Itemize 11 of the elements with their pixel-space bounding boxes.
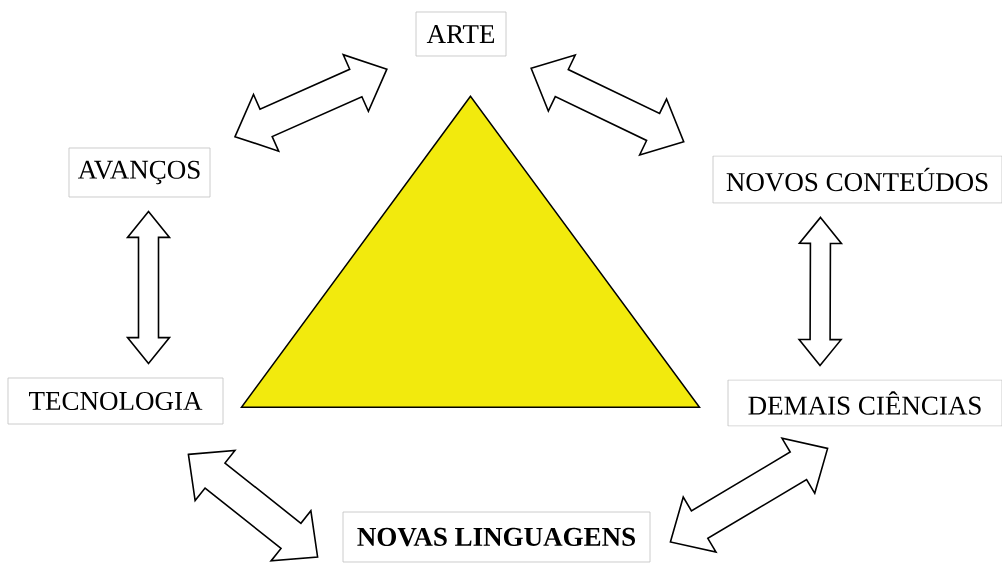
double-arrow [125, 210, 172, 365]
label-box: ARTE [415, 11, 507, 57]
label-box: AVANÇOS [68, 147, 211, 198]
label-box: DEMAIS CIÊNCIAS [727, 379, 1002, 427]
double-arrow [530, 53, 685, 157]
triangle [240, 95, 701, 408]
label-box: TECNOLOGIA [7, 377, 224, 425]
double-arrow [187, 449, 319, 562]
label-box: NOVAS LINGUAGENS [342, 511, 651, 563]
label-box: NOVOS CONTEÚDOS [712, 155, 1002, 204]
double-arrow [797, 216, 844, 367]
